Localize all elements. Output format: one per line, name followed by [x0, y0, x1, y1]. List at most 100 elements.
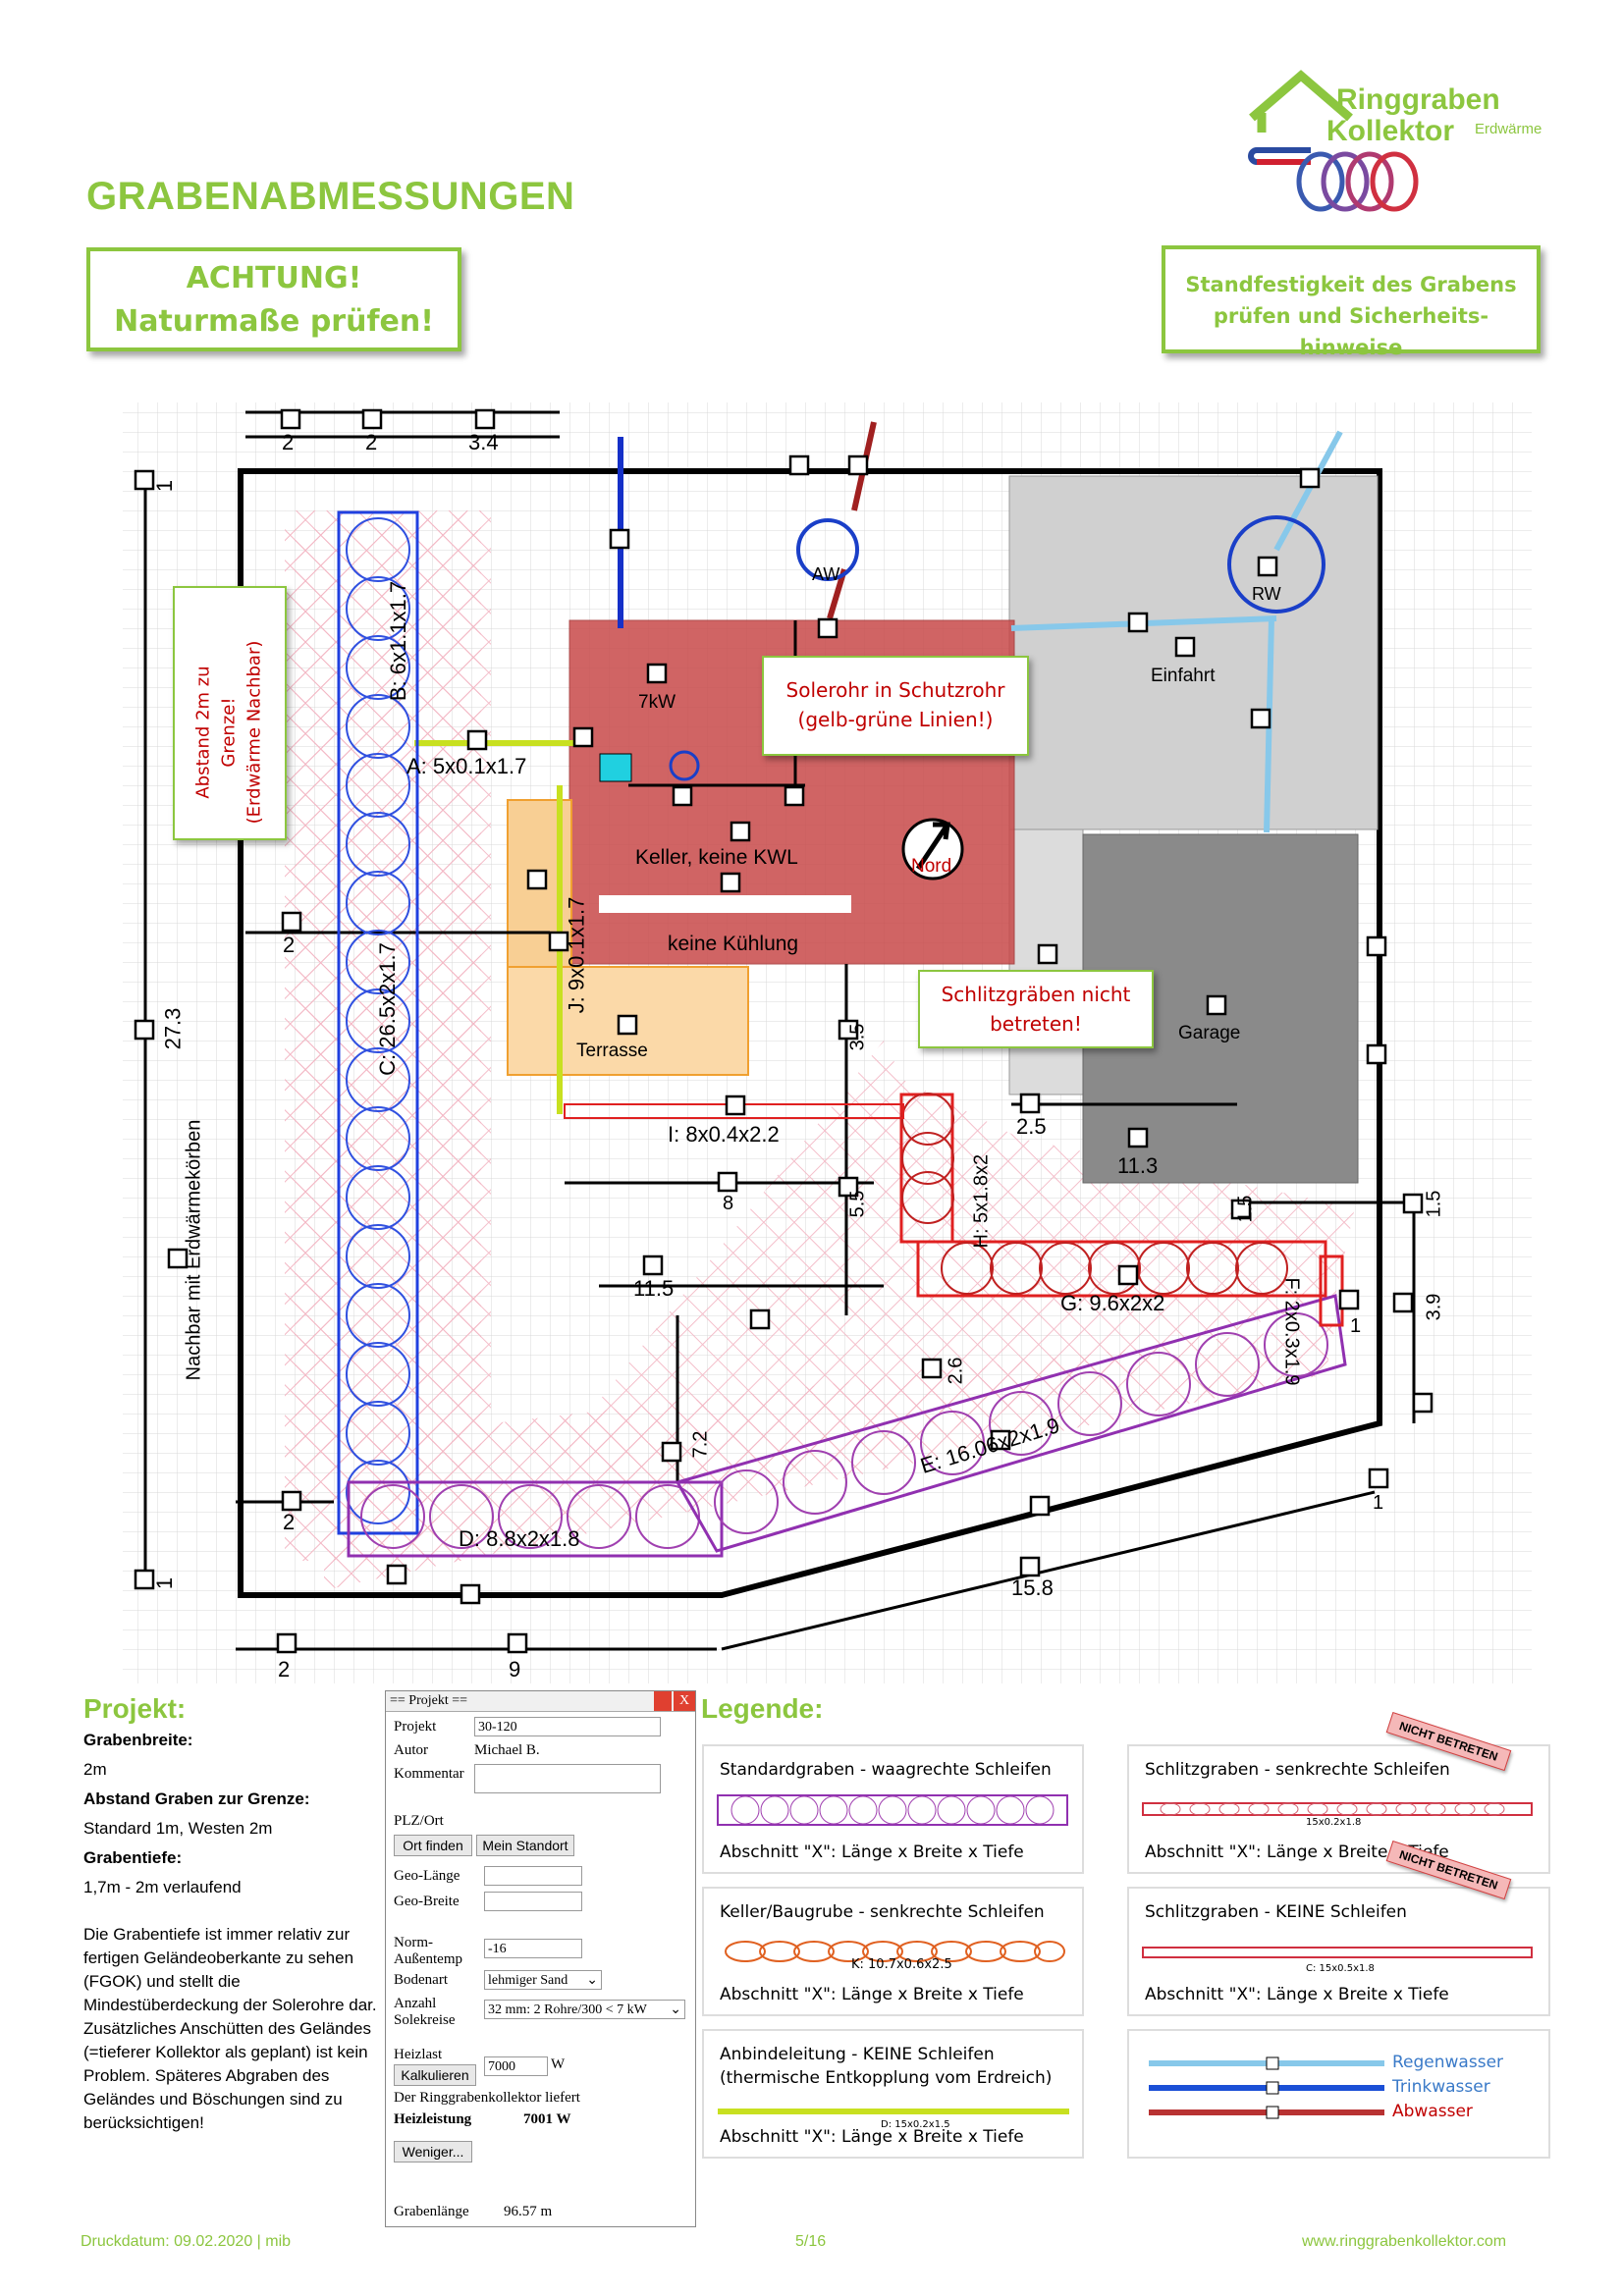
temp-label-2: Außentemp	[394, 1951, 462, 1967]
minimize-button[interactable]	[654, 1691, 672, 1711]
legend-standard: Standardgraben - waagrechte Schleifen Ab…	[702, 1744, 1084, 1874]
dim-top-34: 3.4	[468, 430, 499, 454]
label-rw: RW	[1252, 584, 1281, 604]
legend-standard-bottom: Abschnitt "X": Länge x Breite x Tiefe	[720, 1842, 1024, 1862]
close-button[interactable]: X	[674, 1691, 695, 1711]
warning-box: ACHTUNG! Naturmaße prüfen!	[86, 247, 461, 351]
legend-heading: Legende:	[701, 1693, 824, 1724]
bodenart-label: Bodenart	[394, 1972, 448, 1988]
legend-anbind-title1: Anbindeleitung - KEINE Schleifen	[720, 2045, 995, 2064]
legend-ab: Abwasser	[1392, 2102, 1473, 2121]
legend-regen: Regenwasser	[1392, 2053, 1504, 2072]
dim-top-2b: 2	[365, 430, 378, 454]
label-nord: Nord	[911, 856, 952, 877]
dim-left-1b: 1	[152, 1576, 178, 1590]
kommentar-field[interactable]	[474, 1764, 661, 1793]
ort-finden-button[interactable]: Ort finden	[394, 1835, 472, 1856]
logo-line2: Kollektor	[1326, 115, 1455, 147]
label-einfahrt: Einfahrt	[1151, 666, 1216, 686]
heizlast-field[interactable]: 7000	[484, 2056, 548, 2076]
label-terrasse: Terrasse	[576, 1041, 648, 1061]
note-schlitz-line1: Schlitzgräben nicht	[941, 983, 1131, 1006]
dim-left-273: 27.3	[160, 1007, 186, 1050]
dim-top-2a: 2	[282, 430, 295, 454]
site-plan	[123, 402, 1532, 1683]
section-j: J: 9x0.1x1.7	[564, 896, 589, 1014]
geo-laenge-field[interactable]	[484, 1866, 582, 1886]
legend-schlitz-s-mini: 15x0.2x1.8	[1306, 1817, 1362, 1828]
stability-line2: prüfen und Sicherheits-hinweise	[1213, 304, 1489, 359]
legend-schlitz-k-sample	[1142, 1947, 1533, 1958]
dim-bottom-2: 2	[278, 1657, 291, 1682]
section-b: B: 6x1.1x1.7	[386, 580, 411, 702]
legend-anbind-sample	[718, 2109, 1069, 2114]
section-a: A: 5x0.1x1.7	[406, 754, 527, 778]
legend-schlitz-s-sample	[1142, 1802, 1533, 1816]
bodenart-select[interactable]: lehmiger Sand ⌄	[484, 1970, 602, 1990]
warning-line2: Naturmaße prüfen!	[114, 304, 434, 339]
legend-keller-bottom: Abschnitt "X": Länge x Breite x Tiefe	[720, 1985, 1024, 2004]
geo-breite-field[interactable]	[484, 1892, 582, 1911]
kalkulieren-button[interactable]: Kalkulieren	[394, 2064, 476, 2086]
legend-keller: Keller/Baugrube - senkrechte Schleifen K…	[702, 1887, 1084, 2016]
dim-115: 11.5	[633, 1276, 675, 1301]
project-paragraph: Die Grabentiefe ist immer relativ zur fe…	[83, 1925, 377, 2132]
label-nachbar: Nachbar mit Erdwärmekörben	[183, 1119, 205, 1381]
legend-trink: Trinkwasser	[1392, 2077, 1490, 2097]
legend-schlitz-k-bottom: Abschnitt "X": Länge x Breite x Tiefe	[1145, 1985, 1449, 2004]
dim-39: 3.9	[1423, 1293, 1445, 1321]
legend-anbind: Anbindeleitung - KEINE Schleifen (thermi…	[702, 2029, 1084, 2159]
legend-schlitz-s-bottom: Abschnitt "X": Länge x Breite x Tiefe	[1145, 1842, 1449, 1862]
dim-113: 11.3	[1117, 1153, 1159, 1178]
chevron-down-icon: ⌄	[586, 1973, 598, 1988]
legend-schlitz-s-title: Schlitzgraben - senkrechte Schleifen	[1145, 1760, 1450, 1780]
note-solerohr-line2: (gelb-grüne Linien!)	[797, 708, 994, 731]
kreise-select[interactable]: 32 mm: 2 Rohre/300 < 7 kW⌄	[484, 2000, 685, 2019]
window-title: == Projekt ==	[390, 1693, 468, 1708]
dim-left-1a: 1	[152, 479, 178, 493]
dim-8: 8	[723, 1193, 734, 1214]
grabenbreite-value: 2m	[83, 1760, 107, 1779]
dim-bottom-158: 15.8	[1011, 1575, 1054, 1600]
projekt-field[interactable]: 30-120	[474, 1717, 661, 1736]
logo-graphic	[1248, 70, 1419, 212]
grabenbreite-label: Grabenbreite:	[83, 1731, 193, 1749]
kreise-value: 32 mm: 2 Rohre/300 < 7 kW	[488, 2002, 647, 2017]
weniger-button[interactable]: Weniger...	[394, 2141, 472, 2163]
section-h: H: 5x1.8x2	[970, 1153, 993, 1249]
abstand-label: Abstand Graben zur Grenze:	[83, 1789, 310, 1808]
legend-standard-title: Standardgraben - waagrechte Schleifen	[720, 1760, 1052, 1780]
label-keller: Keller, keine KWL	[635, 846, 798, 869]
legend-keller-title: Keller/Baugrube - senkrechte Schleifen	[720, 1902, 1045, 1922]
legend-pipes: Regenwasser Trinkwasser Abwasser	[1127, 2029, 1550, 2159]
dim-bottom-9: 9	[509, 1657, 521, 1682]
bodenart-value: lehmiger Sand	[488, 1973, 568, 1988]
dim-15a: 1.5	[1234, 1195, 1257, 1223]
section-c: C: 26.5x2x1.7	[374, 942, 400, 1076]
note-abstand-line2: Grenze!	[218, 697, 240, 768]
footer-page: 5/16	[795, 2233, 827, 2250]
legend-keller-mini: K: 10.7x0.6x2.5	[851, 1957, 952, 1972]
logo: Ringgraben Kollektor Erdwärme	[1242, 64, 1566, 216]
mein-standort-button[interactable]: Mein Standort	[476, 1835, 574, 1856]
project-window: == Projekt == X Projekt 30-120 Autor Mic…	[385, 1690, 696, 2227]
section-g: G: 9.6x2x2	[1060, 1291, 1165, 1315]
stability-box: Standfestigkeit des Grabens prüfen und S…	[1162, 245, 1541, 359]
tiefe-label: Grabentiefe:	[83, 1848, 183, 1867]
warning-line1: ACHTUNG!	[186, 261, 362, 295]
autor-value: Michael B.	[474, 1742, 540, 1758]
label-kw: 7kW	[638, 692, 676, 713]
dim-left-2a: 2	[283, 933, 296, 957]
footer-url[interactable]: www.ringgrabenkollektor.com	[1302, 2233, 1507, 2250]
section-f: F: 2x0.3x1.9	[1280, 1277, 1303, 1386]
kreise-label: Anzahl Solekreise	[394, 1996, 455, 2029]
dim-15b: 1.5	[1423, 1190, 1445, 1218]
section-d: D: 8.8x2x1.8	[459, 1526, 580, 1551]
geo-laenge-label: Geo-Länge	[394, 1868, 460, 1884]
tiefe-value: 1,7m - 2m verlaufend	[83, 1878, 242, 1896]
heizlast-unit: W	[551, 2056, 566, 2072]
legend-anbind-mini: D: 15x0.2x1.5	[881, 2119, 950, 2130]
temp-field[interactable]: -16	[484, 1939, 582, 1958]
stability-line1: Standfestigkeit des Grabens	[1185, 273, 1517, 296]
footer-date: Druckdatum: 09.02.2020 | mib	[81, 2233, 292, 2250]
